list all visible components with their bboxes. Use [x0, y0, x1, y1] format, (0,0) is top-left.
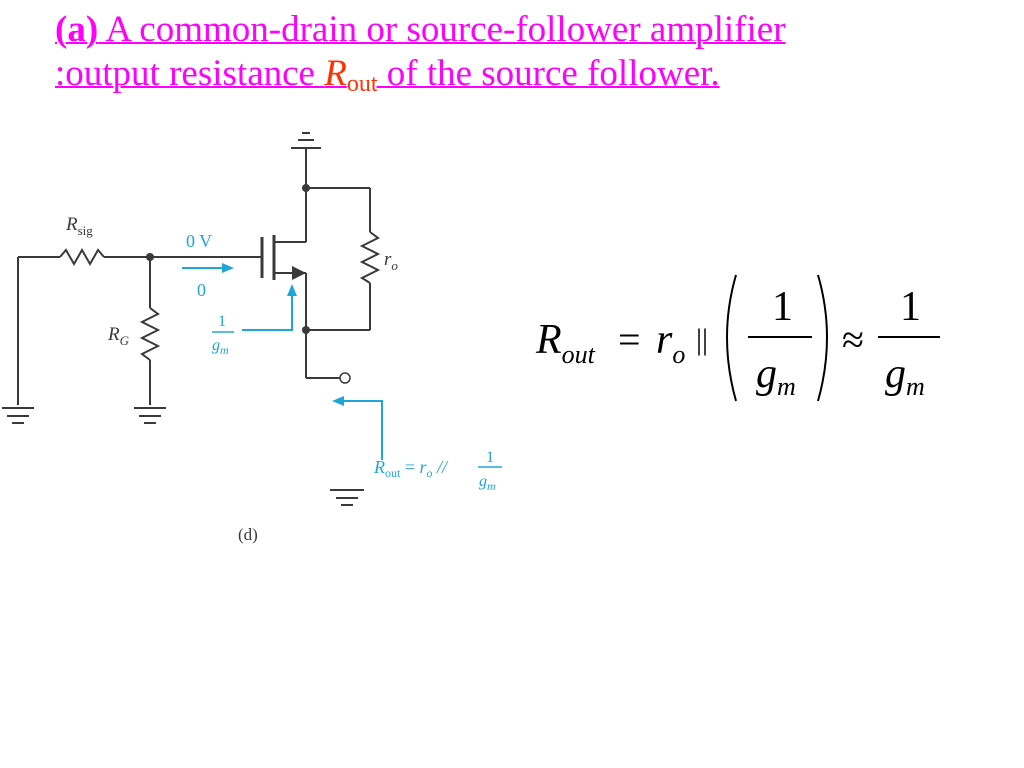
equation-den2: gm [885, 351, 925, 401]
source-resistance-num: 1 [218, 313, 226, 330]
source-follower-circuit: Rsig RG ro (d) 0 V 0 1 gm Rout = ro // 1… [2, 132, 502, 544]
title-line1: A common-drain or source-follower amplif… [98, 9, 786, 50]
rout-arrow [340, 400, 383, 460]
rg-resistor [139, 307, 161, 361]
gate-current-label: 0 [197, 280, 206, 300]
title-r-subscript: out [346, 71, 378, 97]
rsig-label: Rsig [65, 214, 93, 238]
rout-formula: Rout = ro // [373, 457, 449, 480]
equation-num2: 1 [900, 284, 921, 330]
drain-node [302, 184, 310, 192]
equation-num1: 1 [772, 284, 793, 330]
equation-ro: ro [656, 317, 685, 369]
rout-fraction-den: gm [479, 473, 496, 493]
rout-fraction-num: 1 [486, 449, 494, 466]
equation-equals: = [618, 317, 641, 362]
equation-approx: ≈ [842, 317, 864, 362]
mosfet-source-arrow [292, 266, 306, 280]
equation-parallel: || [696, 323, 708, 356]
equation-right-paren [817, 274, 828, 402]
equation-den1: gm [756, 351, 796, 401]
output-terminal [339, 372, 351, 384]
caption-label: (d) [238, 525, 258, 544]
source-resistance-arrow [242, 292, 293, 331]
title-part-label: (a) [55, 9, 99, 50]
equation-lhs: Rout [535, 317, 596, 369]
title-line2: :output resistance [55, 53, 325, 94]
slide-title: (a) A common-drain or source-follower am… [55, 8, 1005, 106]
title-r-symbol: R [324, 53, 347, 94]
equation-left-paren [726, 274, 737, 402]
title-line2-tail: of the source follower. [377, 53, 720, 94]
ro-label: ro [384, 249, 398, 273]
ro-resistor [359, 231, 381, 284]
gate-voltage-label: 0 V [186, 231, 212, 251]
rg-label: RG [107, 324, 130, 348]
source-resistance-den: gm [212, 337, 229, 357]
rout-equation: Rout = ro || 1 gm ≈ 1 gm [535, 274, 940, 402]
rsig-resistor [59, 247, 105, 267]
gate-node [146, 253, 154, 261]
source-node [302, 326, 310, 334]
